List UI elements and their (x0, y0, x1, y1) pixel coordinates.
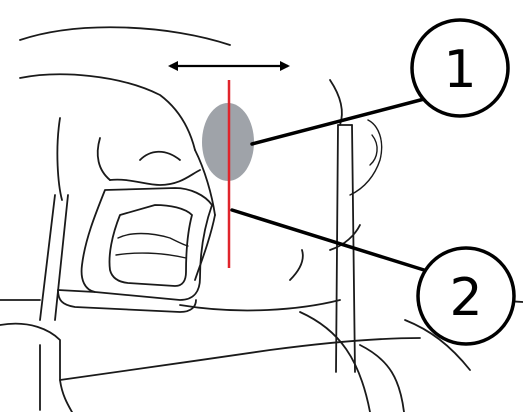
vertical-rails (40, 125, 355, 372)
callout-2-number: 2 (449, 268, 482, 328)
bite-block (58, 188, 212, 312)
callout-1-leader (252, 98, 428, 144)
callout-2: 2 (418, 248, 514, 344)
head-outline (20, 27, 382, 215)
callout-1-number: 1 (443, 40, 476, 100)
callout-1: 1 (412, 20, 508, 116)
callout-2-leader (232, 210, 424, 270)
